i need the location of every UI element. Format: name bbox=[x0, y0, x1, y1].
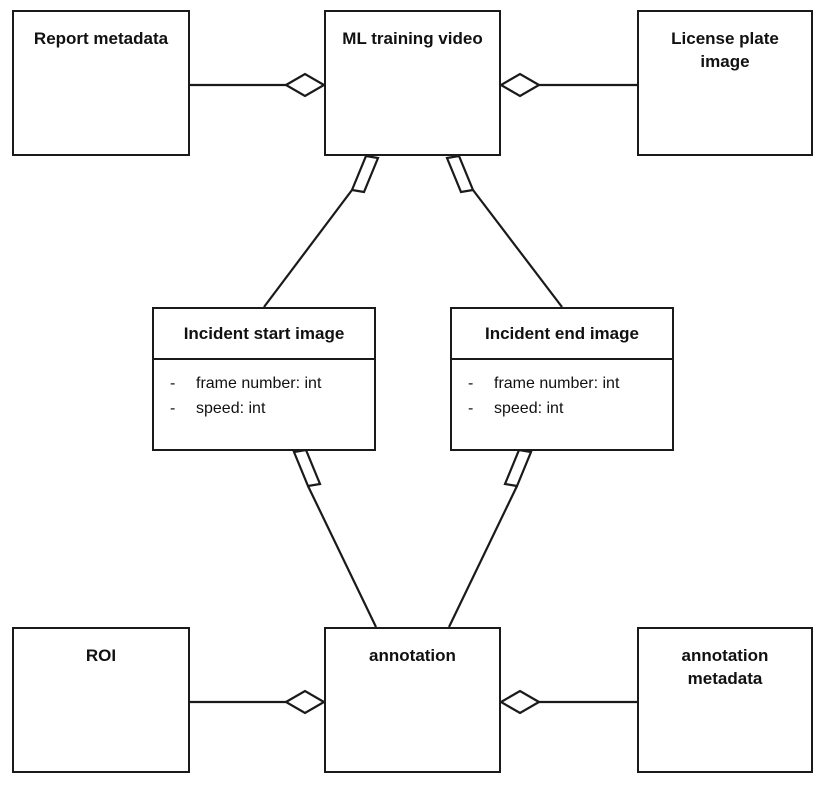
uml-attribute-visibility: - bbox=[170, 399, 176, 417]
uml-attribute-text: speed: int bbox=[494, 399, 564, 417]
uml-class-annotation[interactable]: annotation bbox=[324, 627, 501, 773]
aggregation-diamond-incident-end-bottom bbox=[503, 448, 533, 488]
edge-report-metadata-to-ml-training-video bbox=[190, 72, 327, 98]
aggregation-diamond-annotation-metadata bbox=[498, 689, 542, 715]
edge-annotation-to-incident-start-image bbox=[292, 448, 377, 628]
uml-attribute-visibility: - bbox=[468, 374, 474, 392]
aggregation-diamond-license-plate-image bbox=[498, 72, 542, 98]
uml-class-license-plate-image[interactable]: License plate image bbox=[637, 10, 813, 156]
uml-attribute-row: - frame number: int bbox=[162, 372, 366, 397]
uml-attribute-row: - frame number: int bbox=[460, 372, 664, 397]
uml-attribute-visibility: - bbox=[468, 399, 474, 417]
uml-attribute-text: frame number: int bbox=[196, 374, 322, 392]
uml-class-title-report-metadata: Report metadata bbox=[33, 29, 169, 48]
edge-incident-end-image-to-ml-training-video bbox=[445, 154, 563, 308]
uml-attribute-text: frame number: int bbox=[494, 374, 620, 392]
uml-class-title-incident-end-image: Incident end image bbox=[452, 309, 672, 360]
edge-annotation-metadata-to-annotation bbox=[498, 689, 637, 715]
edge-roi-to-annotation bbox=[190, 689, 327, 715]
uml-attributes-incident-start-image: - frame number: int - speed: int bbox=[154, 360, 374, 430]
uml-class-title-license-plate-image: License plate image bbox=[671, 29, 779, 71]
uml-class-incident-end-image[interactable]: Incident end image - frame number: int -… bbox=[450, 307, 674, 451]
aggregation-diamond-roi bbox=[283, 689, 327, 715]
uml-attribute-text: speed: int bbox=[196, 399, 266, 417]
uml-class-ml-training-video[interactable]: ML training video bbox=[324, 10, 501, 156]
uml-class-title-incident-start-image: Incident start image bbox=[154, 309, 374, 360]
uml-attributes-incident-end-image: - frame number: int - speed: int bbox=[452, 360, 672, 430]
uml-class-title-annotation: annotation bbox=[369, 646, 456, 665]
uml-class-title-ml-training-video: ML training video bbox=[342, 29, 483, 48]
aggregation-diamond-report-metadata bbox=[283, 72, 327, 98]
uml-attribute-visibility: - bbox=[170, 374, 176, 392]
uml-class-title-roi: ROI bbox=[85, 646, 117, 665]
uml-class-title-annotation-metadata: annotation metadata bbox=[681, 646, 769, 688]
uml-class-report-metadata[interactable]: Report metadata bbox=[12, 10, 190, 156]
edge-incident-start-image-to-ml-training-video bbox=[263, 154, 380, 308]
uml-class-roi[interactable]: ROI bbox=[12, 627, 190, 773]
edge-annotation-to-incident-end-image bbox=[448, 448, 533, 628]
uml-class-incident-start-image[interactable]: Incident start image - frame number: int… bbox=[152, 307, 376, 451]
edge-license-plate-image-to-ml-training-video bbox=[498, 72, 637, 98]
uml-attribute-row: - speed: int bbox=[162, 397, 366, 422]
uml-attribute-row: - speed: int bbox=[460, 397, 664, 422]
aggregation-diamond-incident-end-top bbox=[445, 154, 475, 194]
uml-class-annotation-metadata[interactable]: annotation metadata bbox=[637, 627, 813, 773]
aggregation-diamond-incident-start-bottom bbox=[292, 448, 322, 488]
aggregation-diamond-incident-start-top bbox=[350, 154, 380, 194]
